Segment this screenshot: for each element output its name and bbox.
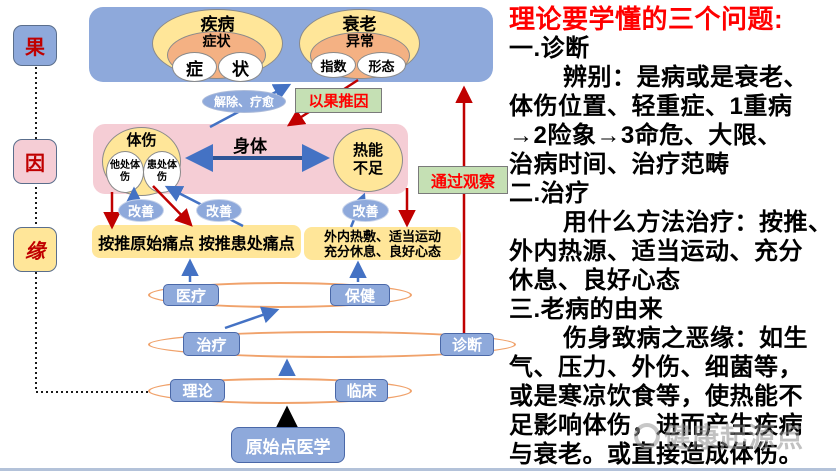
panel-line: 辨别：是病或是衰老、 [563,64,808,91]
panel-line: 外内热源、适当运动、充分 [509,238,803,265]
label-effect: 果 [13,25,57,66]
relieve-ellipse: 解除、疗愈 [202,90,286,113]
injury-label: 体伤 [126,132,157,149]
treatment-box: 治疗 [183,332,240,356]
diagnosis-box: 诊断 [440,333,494,356]
theory-box: 理论 [170,379,225,402]
watermark-logo-icon [634,422,660,449]
heat-deficit-circle: 热能不足 [333,128,403,192]
healthcare-box: 保健 [330,284,390,306]
symptom-sub1: 症 [172,52,217,82]
watermark-text: 健康起源点 [664,423,804,453]
panel-line: 用什么方法治疗：按推、 [563,209,833,236]
panel-line: 三.老病的由来 [509,296,664,323]
theory-clinical-ellipse [148,378,412,404]
panel-line: →2险象→3命危、大限、 [509,122,782,149]
panel-line: 休息、良好心态 [509,267,681,294]
panel-line: 一.诊断 [509,35,590,62]
symptom-label: 症状 [202,33,231,49]
index-sub: 指数 [311,52,356,78]
treat-left-box: 按推原始痛点 按推患处痛点 [92,225,301,258]
label-condition: 缘 [13,227,57,272]
bottom-divider [0,468,836,471]
medical-healthcare-ellipse [148,282,412,308]
panel-line: 治病时间、治疗范畴 [509,151,730,178]
improve-ellipse-1: 改善 [118,199,164,222]
abnormal-label: 异常 [346,33,374,49]
panel-line: 气、压力、外伤、细菌等， [509,354,803,381]
watermark: 健康起源点 [634,416,804,455]
improve-ellipse-2: 改善 [196,199,242,222]
panel-line: 二.治疗 [509,180,590,207]
disease-label: 疾病 [200,15,235,34]
infer-cause-box: 以果推因 [295,88,382,113]
right-text-panel: 理论要学懂的三个问题: 一.诊断 辨别：是病或是衰老、 体伤位置、轻重症、1重病… [509,4,835,469]
label-cause: 因 [13,139,57,184]
treat-right-box: 外内热敷、适当运动 充分休息、良好心态 [304,227,461,260]
symptom-sub2: 状 [218,52,263,82]
panel-line: 或是寒凉饮食等，使热能不 [509,383,803,410]
origin-medicine-box: 原始点医学 [231,427,345,463]
treatment-diagnosis-ellipse [148,331,516,358]
improve-ellipse-3: 改善 [342,199,389,222]
panel-line: 伤身致病之恶缘：如生 [563,325,808,352]
panel-title: 理论要学懂的三个问题: [509,4,784,34]
other-injury-circle: 他处体伤 [106,151,144,193]
observe-box: 通过观察 [418,166,508,194]
panel-line: 体伤位置、轻重症、1重病 [509,93,793,120]
form-sub: 形态 [357,52,406,78]
aging-label: 衰老 [342,15,377,34]
medical-box: 医疗 [163,284,219,306]
clinical-box: 临床 [335,379,388,402]
